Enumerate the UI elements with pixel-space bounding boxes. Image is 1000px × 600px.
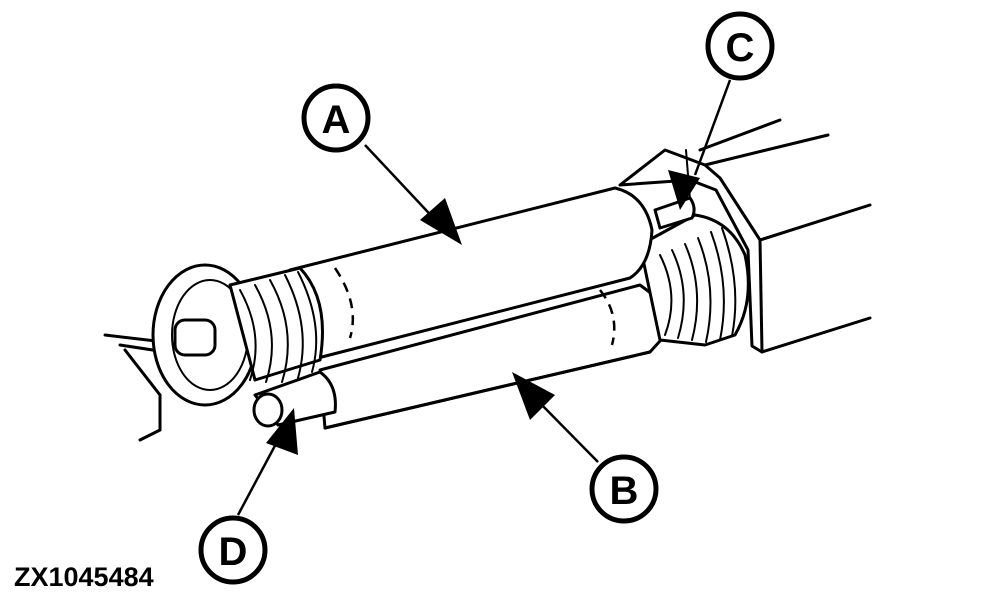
leader-c bbox=[668, 79, 732, 210]
callout-d: D bbox=[198, 515, 268, 585]
callout-a-label: A bbox=[322, 98, 351, 142]
left-yoke bbox=[151, 263, 324, 407]
callout-c: C bbox=[705, 11, 775, 81]
right-boot bbox=[638, 213, 750, 347]
callout-a: A bbox=[301, 83, 371, 153]
leader-b bbox=[512, 372, 599, 463]
callout-b: B bbox=[589, 454, 659, 524]
inner-tube-a bbox=[288, 186, 654, 362]
locking-pin-c bbox=[653, 196, 696, 230]
leader-a bbox=[364, 144, 462, 245]
callout-b-label: B bbox=[610, 469, 639, 513]
callout-c-label: C bbox=[726, 26, 755, 70]
callout-d-label: D bbox=[219, 530, 248, 574]
roll-pin-d bbox=[252, 370, 337, 428]
housing bbox=[618, 118, 872, 354]
figure-id: ZX1045484 bbox=[14, 562, 154, 592]
leader-d bbox=[236, 408, 298, 516]
